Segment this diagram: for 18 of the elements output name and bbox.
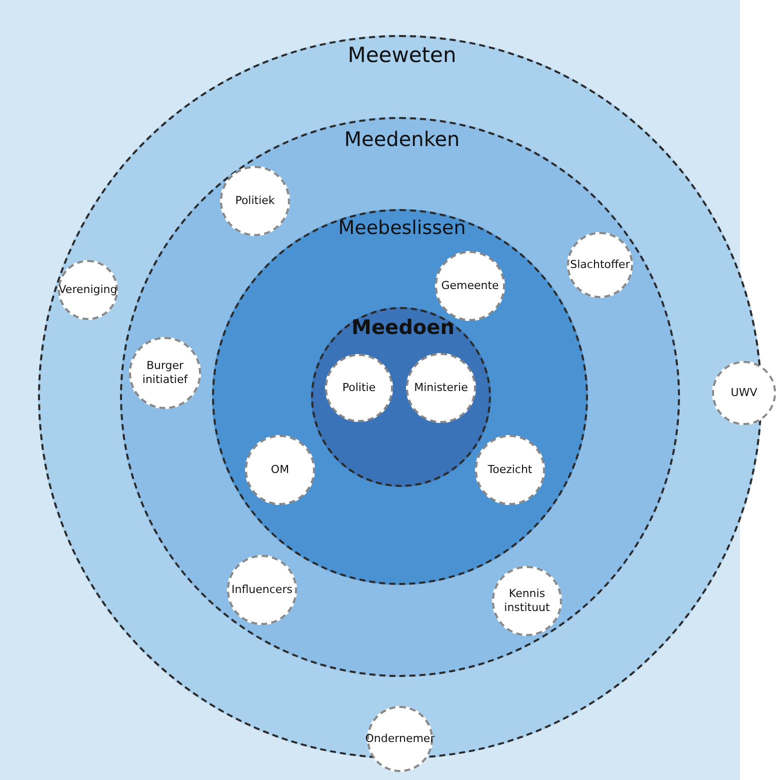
stakeholder-label: OM [270, 463, 290, 477]
stakeholder-label: Gemeente [440, 279, 500, 293]
zone-title: Meebeslissen [337, 217, 467, 239]
zone-title: Meedoen [350, 315, 456, 339]
stakeholder-label: Ondernemer [364, 732, 436, 746]
stakeholder-circle [227, 555, 297, 625]
stakeholder-label: Burger initiatief [141, 359, 189, 387]
stakeholder-label: Ministerie [413, 381, 469, 395]
stakeholder-label: Vereniging [58, 283, 118, 297]
stakeholder-label: Politie [341, 381, 377, 395]
zone-title: Meeweten [346, 43, 458, 67]
stakeholder-label: Influencers [230, 583, 294, 597]
stakeholder-label: Slachtoffer [569, 258, 631, 272]
stakeholder-label: Kennis instituut [503, 587, 551, 615]
stakeholder-label: Toezicht [486, 463, 534, 477]
zone-title: Meedenken [343, 127, 461, 151]
stakeholder-label: Politiek [234, 194, 276, 208]
stakeholder-label: UWV [730, 386, 758, 400]
